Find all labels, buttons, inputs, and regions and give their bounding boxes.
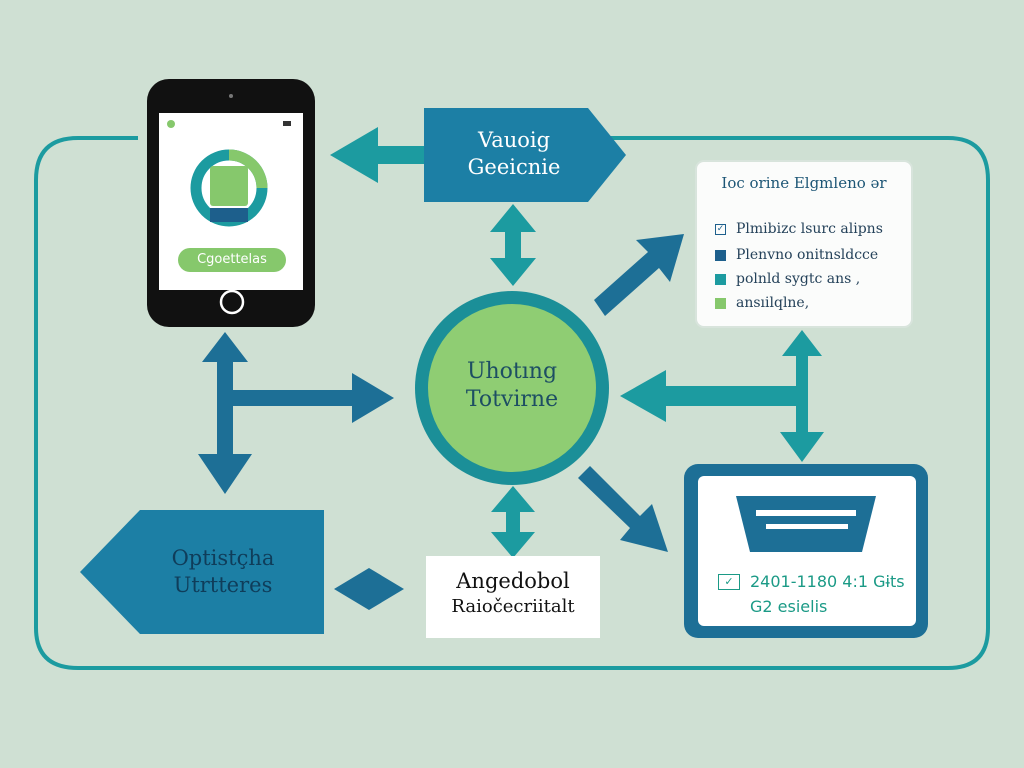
tray-stat: ✓ 2401-1180 4:1 Gɨts G2 esielis (718, 572, 918, 616)
tray-stat-line2: G2 esielis (750, 597, 828, 616)
outer-loop-connector (34, 136, 990, 670)
square-icon (715, 249, 726, 261)
arrow-top-to-phone (330, 127, 424, 183)
left-box-line1: Optistçha (171, 546, 275, 570)
arrow-hub-to-list (594, 234, 684, 316)
left-box-line2: Utrtteres (173, 573, 273, 597)
list-item-text: polnld sygtc ans , (736, 271, 861, 287)
hub-line1: Uhotıng (466, 359, 558, 384)
top-box-line2: Geeicnie (467, 155, 561, 179)
top-box-line1: Vauoig (477, 128, 551, 152)
hub-line2: Totvirne (465, 387, 559, 412)
list-item: Plenvno onitnsldcce (715, 246, 878, 264)
tray-card (684, 464, 928, 638)
check-icon: ✓ (718, 573, 740, 590)
hub-node (415, 291, 609, 485)
note-line1: Angedobol (456, 569, 570, 593)
list-item: ✓ Plmibizc lsurc alipns (715, 220, 883, 238)
top-box-label: Vauoig Geeicnie (424, 127, 604, 181)
arrow-top-hub (490, 204, 536, 286)
tray-icon (736, 496, 876, 552)
arrow-phone-to-hub (233, 373, 394, 423)
left-box-label: Optistçha Utrtteres (128, 545, 318, 599)
list-item: ansıilqlne, (715, 294, 809, 312)
list-item: polnld sygtc ans , (715, 270, 860, 288)
note-card: Angedobol Raiočecriitalt (426, 556, 600, 638)
arrow-hub-note (491, 486, 535, 558)
list-item-text: ansıilqlne, (736, 295, 810, 311)
square-icon (715, 273, 726, 285)
phone-icon (147, 79, 315, 327)
arrow-hub-to-tray (578, 466, 668, 552)
diamond-connector (334, 568, 404, 610)
arrow-to-hub-right (620, 370, 808, 422)
check-icon: ✓ (715, 223, 726, 235)
list-item-text: Plmibizc lsurc alipns (736, 221, 883, 237)
list-card: Ioc orine Elgmleno ər ✓ Plmibizc lsurc a… (695, 160, 913, 328)
hub-label: Uhotıng Totvirne (430, 358, 594, 414)
top-process-box (424, 108, 626, 202)
arrow-phone-vertical (198, 332, 252, 494)
tray-stat-line1: 2401-1180 4:1 Gɨts (750, 572, 905, 591)
note-line2: Raiočecriitalt (451, 596, 575, 617)
left-process-box (80, 510, 324, 634)
list-card-title: Ioc orine Elgmleno ər (721, 174, 887, 192)
phone-screen-label: Cgoettelas (197, 252, 267, 267)
square-icon (715, 297, 726, 309)
list-item-text: Plenvno onitnsldcce (736, 247, 879, 263)
